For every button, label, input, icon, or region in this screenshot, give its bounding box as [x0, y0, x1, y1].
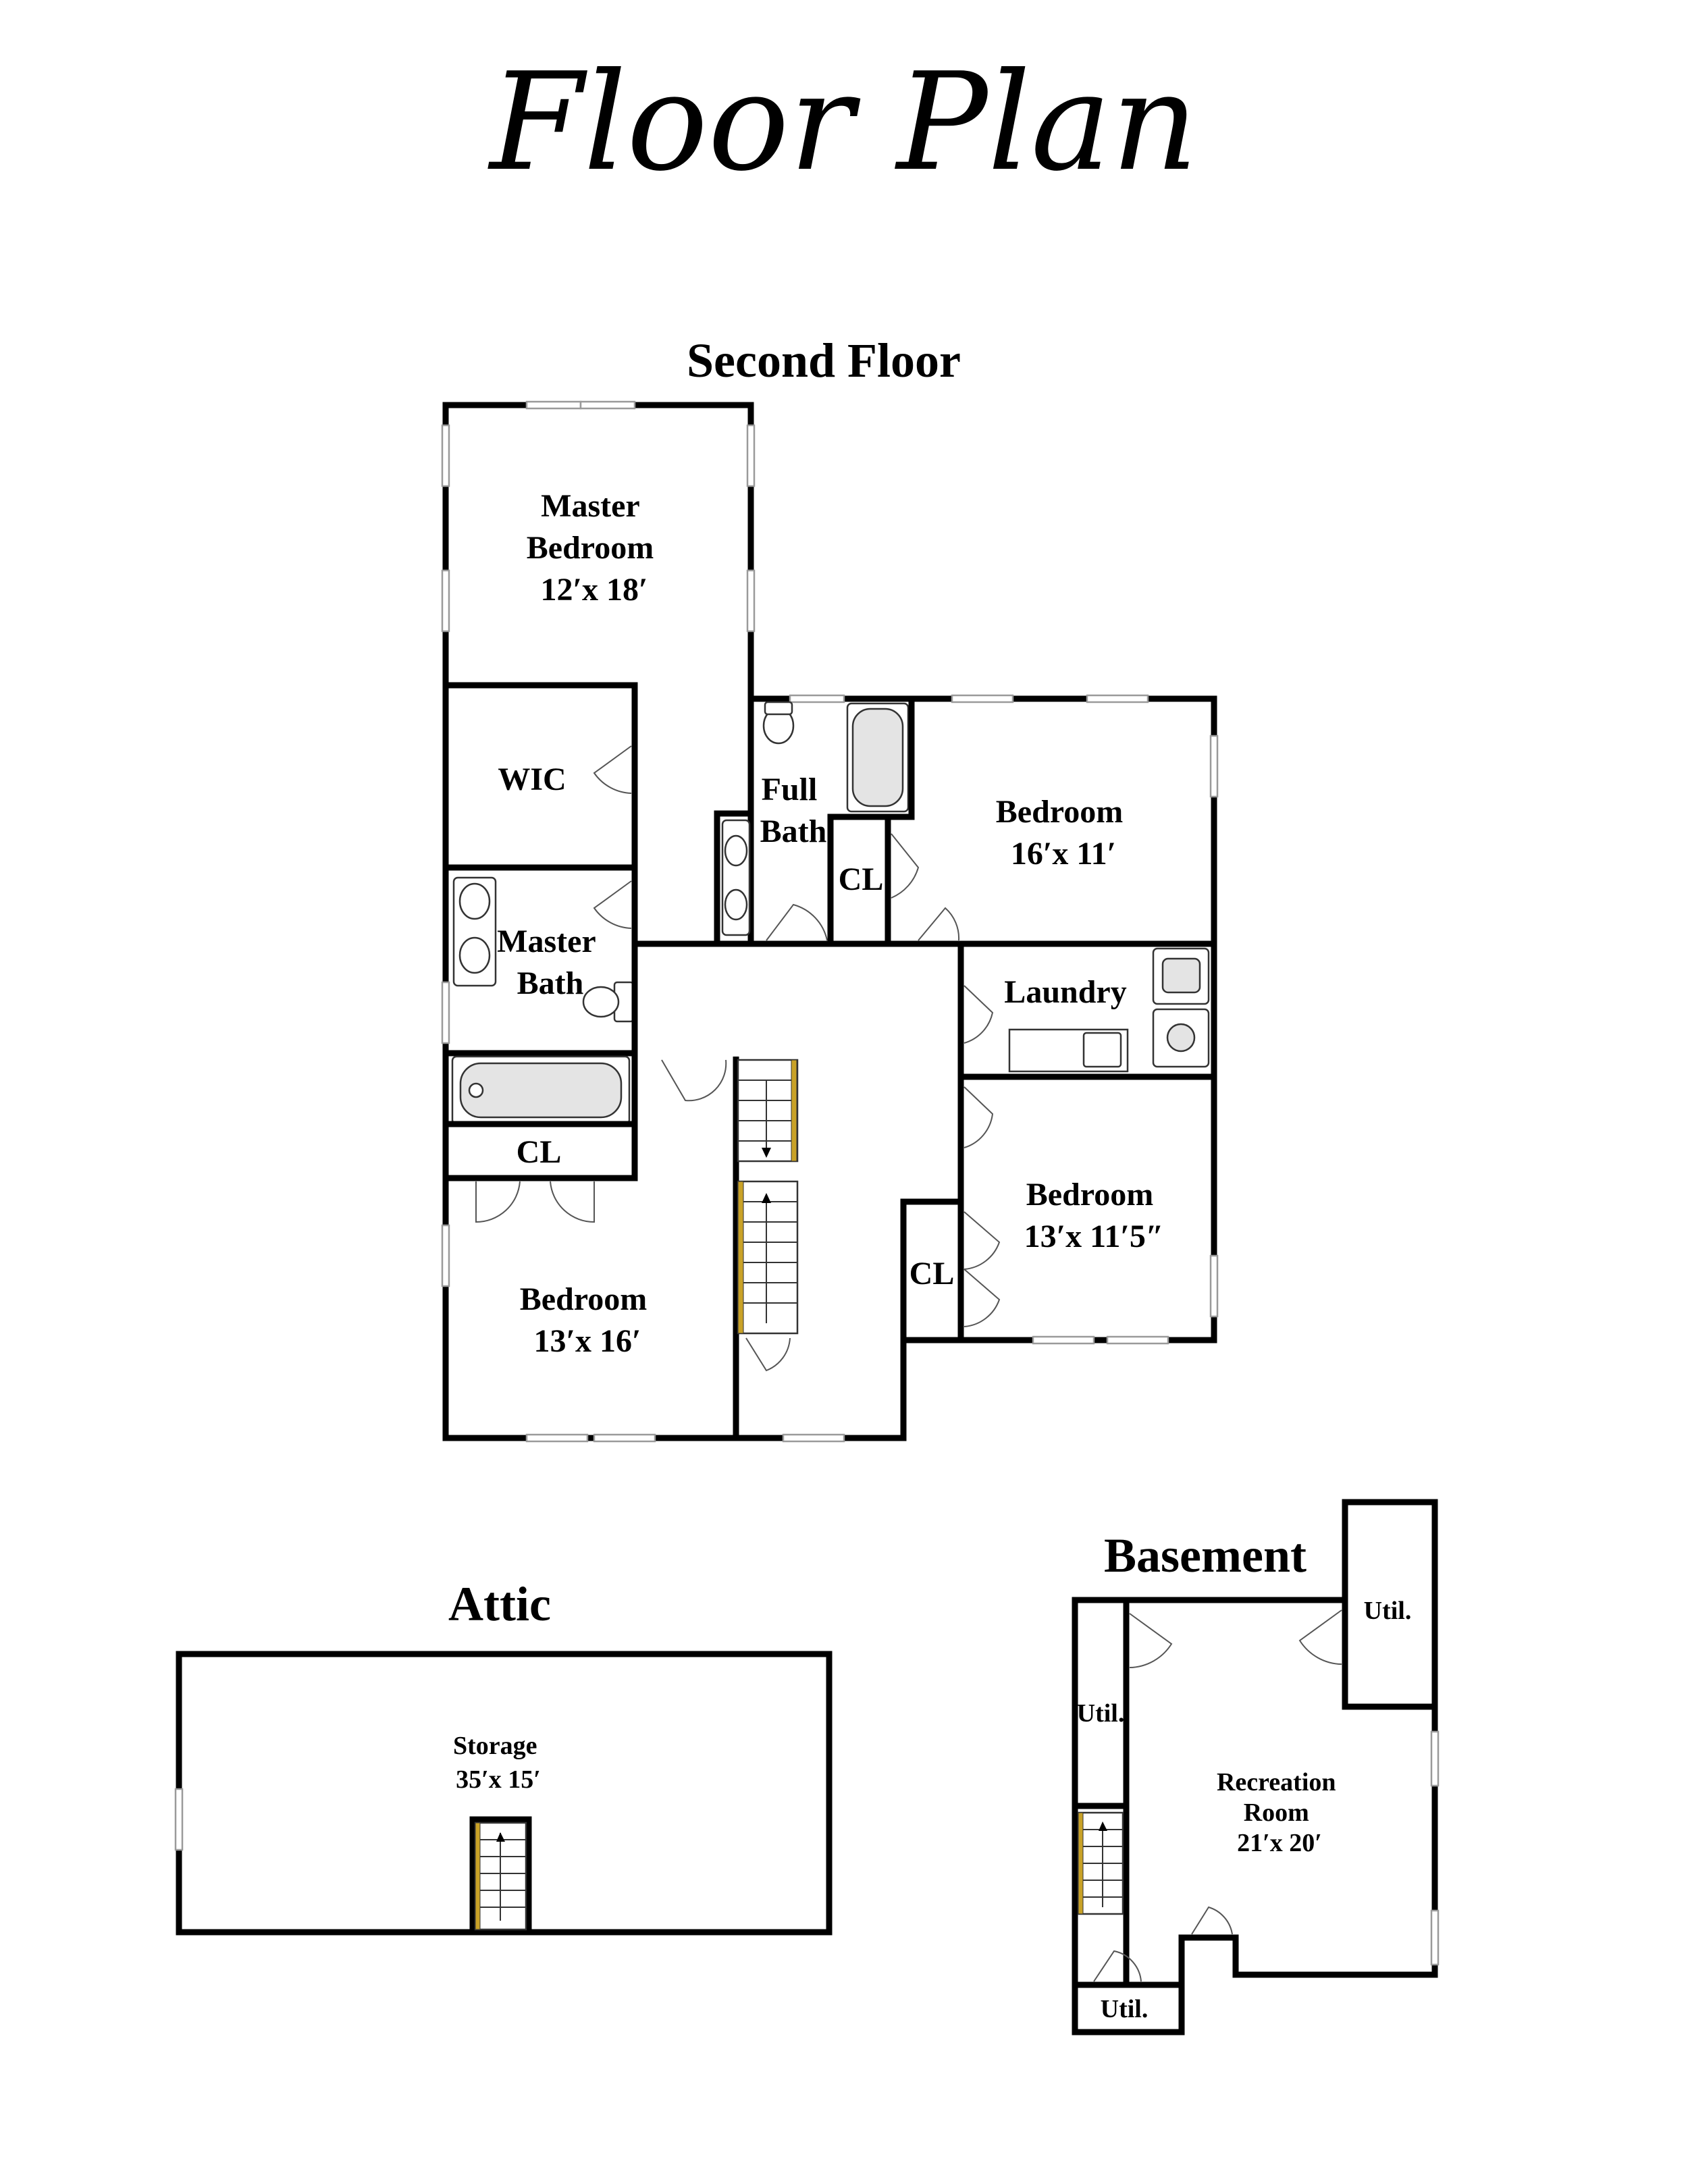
full-bath-label-line2: Bath [760, 814, 827, 849]
master-bath-label-line1: Master [497, 924, 596, 959]
page-title: Floor Plan [487, 44, 1198, 201]
svg-text:Master Bedroom: Master Bedroom 12′x 18′ [527, 488, 662, 608]
cl-hall-label: CL [839, 861, 884, 897]
svg-text:Bedroom 16′x 11′: Bedroom 16′x 11′ [996, 794, 1131, 872]
room-master-bath: Master Bath [441, 868, 638, 1181]
svg-text:Storage 35′x 15′: Storage 35′x 15′ [453, 1732, 544, 1794]
svg-text:Bedroom 13′x 16′: Bedroom 13′x 16′ [520, 1281, 655, 1359]
attic-stairs [474, 1821, 527, 1931]
svg-text:Bedroom 13′x 11′5″: Bedroom 13′x 11′5″ [1024, 1177, 1164, 1254]
basement: Basement Util. Util. [1072, 1499, 1440, 2035]
hallway [631, 940, 964, 1443]
bedroom-e-label: Bedroom [1026, 1177, 1153, 1213]
room-master-bedroom: Master Bedroom 12′x 18′ [441, 400, 756, 944]
room-util-w: Util. [1077, 1613, 1173, 1728]
room-laundry: Laundry [957, 940, 1217, 1080]
basement-stairs [1077, 1811, 1124, 1915]
master-bath-label-line2: Bath [517, 965, 584, 1001]
recreation-size: 21′x 20′ [1237, 1829, 1322, 1857]
room-recreation: Recreation Room 21′x 20′ [1191, 1768, 1342, 1935]
recreation-label-line2: Room [1244, 1799, 1309, 1827]
second-floor: Second Floor Master Bedroom 12′x 18′ WIC [441, 334, 1219, 1443]
room-cl-east: CL [900, 1198, 1001, 1343]
bedroom-e-size: 13′x 11′5″ [1024, 1219, 1164, 1254]
room-util-sw: Util. [1093, 1950, 1149, 2023]
attic: Attic Storage 35′x 15′ [174, 1577, 833, 1936]
bedroom-ne-label: Bedroom [996, 794, 1123, 830]
room-bedroom-e: Bedroom 13′x 11′5″ [957, 1073, 1219, 1345]
storage-size: 35′x 15′ [456, 1765, 541, 1794]
cl-master-label: CL [517, 1134, 562, 1170]
bedroom-ne-size: 16′x 11′ [1011, 836, 1116, 872]
stairs-down [737, 1059, 799, 1163]
stairs-up [737, 1180, 799, 1335]
room-cl-hall: CL [827, 814, 891, 947]
bedroom-sw-label: Bedroom [520, 1281, 647, 1317]
room-bedroom-ne: Bedroom 16′x 11′ [885, 694, 1219, 947]
wic-label: WIC [498, 762, 566, 797]
room-cl-master: CL [442, 1121, 638, 1181]
room-bedroom-sw: Bedroom 13′x 16′ [441, 1057, 739, 1443]
full-bath-label-line1: Full [762, 772, 818, 807]
basement-title: Basement [1104, 1528, 1307, 1582]
master-bedroom-size: 12′x 18′ [541, 572, 648, 608]
cl-east-label: CL [909, 1256, 955, 1291]
recreation-label-line1: Recreation [1217, 1768, 1336, 1796]
room-util-ne: Util. [1298, 1499, 1438, 1710]
util-w-label: Util. [1077, 1699, 1125, 1728]
second-floor-title: Second Floor [687, 334, 961, 388]
storage-label: Storage [453, 1732, 537, 1760]
util-ne-label: Util. [1364, 1597, 1412, 1625]
svg-text:Master Bath: Master Bath [497, 924, 604, 1001]
laundry-label: Laundry [1004, 974, 1126, 1010]
bedroom-sw-size: 13′x 16′ [534, 1323, 641, 1359]
room-wic: WIC [442, 682, 638, 871]
master-bedroom-label-line1: Master [541, 488, 639, 524]
util-sw-label: Util. [1101, 1995, 1149, 2023]
svg-text:Recreation Room: Recreation Room 21′x 20′ [1217, 1768, 1342, 1857]
master-bedroom-label-line2: Bedroom [527, 530, 654, 566]
svg-text:Full Bath: Full Bath [760, 772, 827, 849]
attic-title: Attic [448, 1577, 551, 1631]
